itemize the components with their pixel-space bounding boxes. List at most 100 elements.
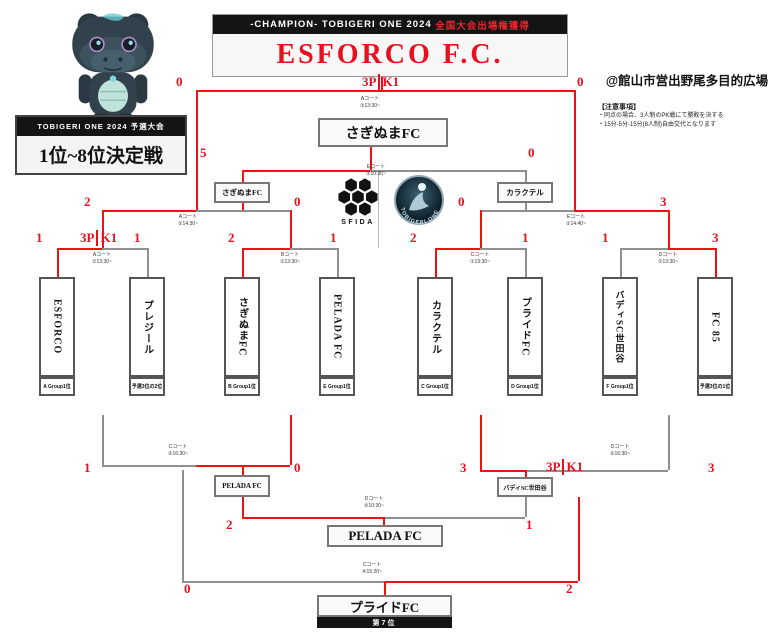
bracket-line: [102, 415, 104, 465]
team-box-karakuteru: カラクテル: [417, 277, 453, 377]
notes-heading: 【注意事項】: [598, 104, 640, 111]
pk-divider: [378, 74, 381, 90]
champion-banner-bar: -CHAMPION- TOBIGERI ONE 2024 全国大会出場権獲得: [213, 15, 567, 34]
match-time: ②14:40~: [566, 220, 586, 227]
seed-label: E Group1位: [319, 377, 355, 396]
notes-line: ・同点の場合、3人制のPK戦にて勝敗を決する: [598, 113, 724, 119]
consolation-sf1-winner-box: PELADA FC: [214, 475, 270, 497]
bracket-line: [480, 210, 482, 248]
notes-line: ・15分-5分-15分(8人制)自由交代となります: [598, 122, 716, 128]
sf1-score-left: 2: [84, 194, 91, 209]
seed-label: A Group1位: [39, 377, 75, 396]
bracket-line: [384, 581, 578, 583]
court-name: Aコート: [178, 214, 198, 220]
bracket-line: [525, 497, 527, 517]
bracket-line: [525, 248, 527, 277]
final-score-right: 0: [577, 74, 584, 89]
court-name: Cコート: [168, 444, 188, 450]
pk-left: 3P: [546, 459, 561, 474]
team-box-saginuma: さぎぬまFC: [224, 277, 260, 377]
qf3-score-right: 1: [522, 230, 529, 245]
match-time: ②16:30~: [168, 450, 188, 457]
team-box-plaisir: プレジール: [129, 277, 165, 377]
bracket-line: [435, 248, 437, 277]
bracket-line: [381, 75, 383, 90]
bracket-line: [196, 90, 198, 210]
bracket-line: [574, 210, 668, 212]
team-box-pride: プライドFC: [507, 277, 543, 377]
bracket-line: [525, 470, 668, 472]
seventh-place-score-left: 0: [184, 581, 191, 596]
bracket-line: [242, 517, 383, 519]
bracket-line: [668, 210, 670, 248]
bracket-line: [480, 470, 525, 472]
pk-divider: [96, 230, 99, 246]
match-time: ①13:30~: [92, 258, 112, 265]
sf2-score-left: 0: [458, 194, 465, 209]
bracket-line: [242, 170, 370, 172]
sfida-logo: SFIDA: [338, 178, 378, 226]
pk-divider: [562, 459, 565, 475]
tobigeri-one-badge: TOBIGERI ONE: [394, 175, 444, 226]
bracket-line: [182, 581, 384, 583]
match-time: ②14:30~: [178, 220, 198, 227]
venue-text: @館山市営出野尾多目的広場: [605, 74, 769, 88]
bracket-line: [525, 470, 527, 477]
seed-label: 予選3位の2位: [129, 377, 165, 396]
match-time: ①13:30~: [280, 258, 300, 265]
bracket-line: [290, 210, 292, 248]
pk-right: K1: [100, 230, 118, 245]
bracket-line: [620, 248, 668, 250]
third-place-left-team-box: さぎぬまFC: [214, 182, 270, 203]
team-box-pelada: PELADA FC: [319, 277, 355, 377]
court-name: Cコート: [362, 562, 382, 568]
qf2-score-right: 1: [330, 230, 337, 245]
qf1-pk-result: 3P K1: [80, 230, 117, 246]
third-place-right-team-box: カラクテル: [497, 182, 553, 203]
seed-label: D Group1位: [507, 377, 543, 396]
bracket-line: [57, 248, 102, 250]
bracket-line: [480, 210, 574, 212]
consolation-sf1-score-left: 1: [84, 460, 91, 475]
bracket-line: [242, 465, 244, 475]
qf1-score-left: 1: [36, 230, 43, 245]
bracket-line: [290, 248, 337, 250]
bracket-line: [370, 147, 372, 170]
seventh-place-score-right: 2: [566, 581, 573, 596]
court-name: Dコート: [610, 444, 630, 450]
seed-label: F Group1位: [602, 377, 638, 396]
bracket-line: [102, 210, 104, 248]
bracket-line: [620, 248, 622, 277]
court-name: Dコート: [658, 252, 678, 258]
consolation-sf2-pk-result: 3P K1: [546, 459, 583, 475]
event-header: TOBIGERI ONE 2024 予選大会: [17, 117, 185, 136]
bracket-line: [290, 415, 292, 465]
seventh-place-rank-ribbon: 第7位: [317, 617, 452, 628]
court-name: Eコート: [566, 214, 586, 220]
team-box-fc85: FC 85: [697, 277, 733, 377]
bracket-line: [57, 248, 59, 277]
pk-left: 3P: [80, 230, 95, 245]
seventh-place-winner-box: プライドFC: [317, 595, 452, 617]
bracket-line: [574, 90, 576, 210]
bracket-line: [383, 517, 525, 519]
match-time: ①13:30~: [658, 258, 678, 265]
bracket-line: [578, 497, 580, 581]
sfida-logo-text: SFIDA: [341, 219, 375, 226]
bracket-line: [384, 581, 386, 595]
bracket-line: [102, 248, 147, 250]
bracket-line: [147, 248, 149, 277]
pk-right: K1: [566, 459, 584, 474]
bracket-line: [370, 170, 525, 172]
third-place-winner-box: さぎぬまFC: [318, 118, 448, 147]
seed-label: 予選3位の1位: [697, 377, 733, 396]
court-name: Eコート: [366, 164, 386, 170]
match-time: ②10:30~: [364, 502, 384, 509]
